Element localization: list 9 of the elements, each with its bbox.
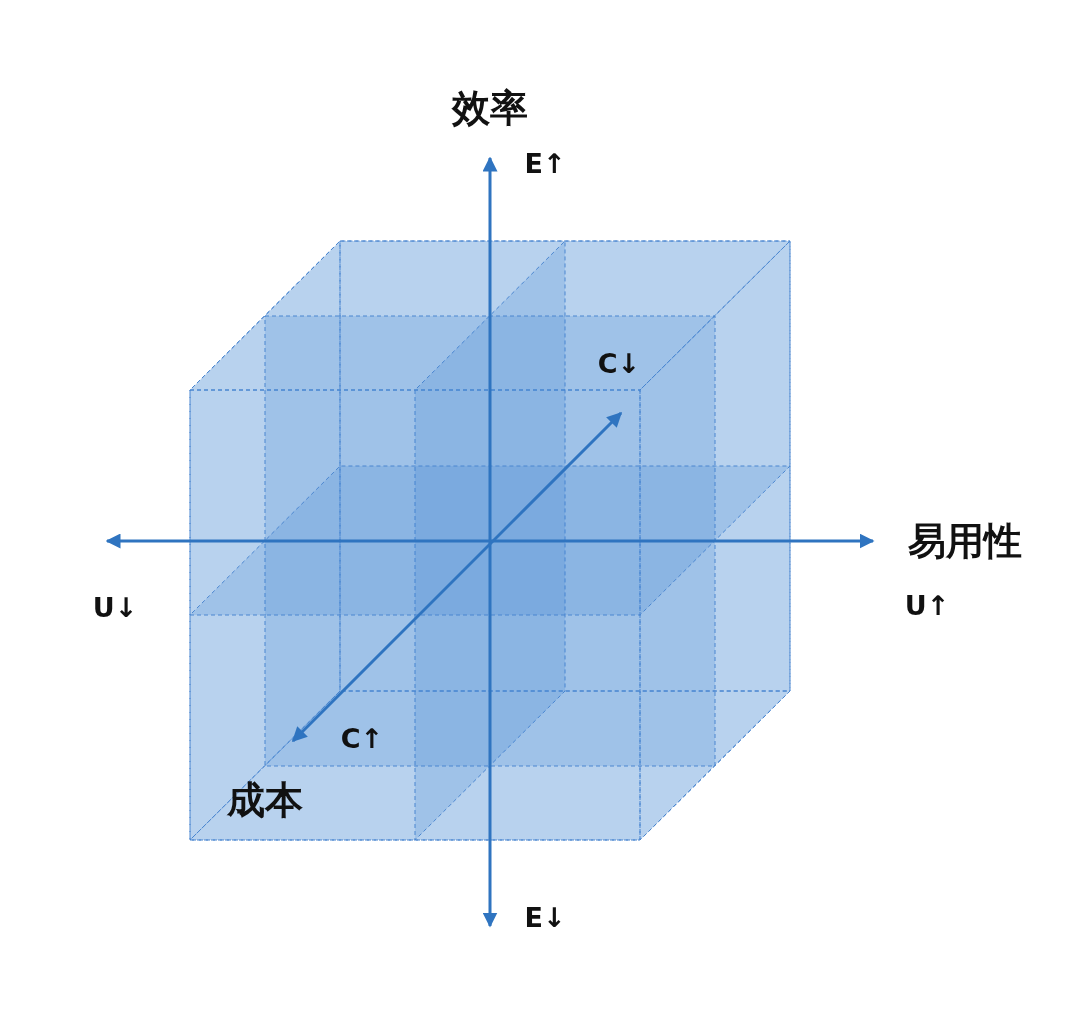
- direction-label: U↓: [92, 593, 138, 621]
- axis-title: 易用性: [908, 522, 1022, 560]
- direction-label: E↑: [524, 149, 566, 177]
- direction-label: C↓: [597, 349, 641, 377]
- direction-label: U↑: [904, 591, 950, 619]
- direction-label: C↑: [340, 724, 384, 752]
- axis-title: 成本: [227, 781, 303, 819]
- direction-label: E↓: [524, 903, 566, 931]
- axis-title: 效率: [452, 89, 528, 127]
